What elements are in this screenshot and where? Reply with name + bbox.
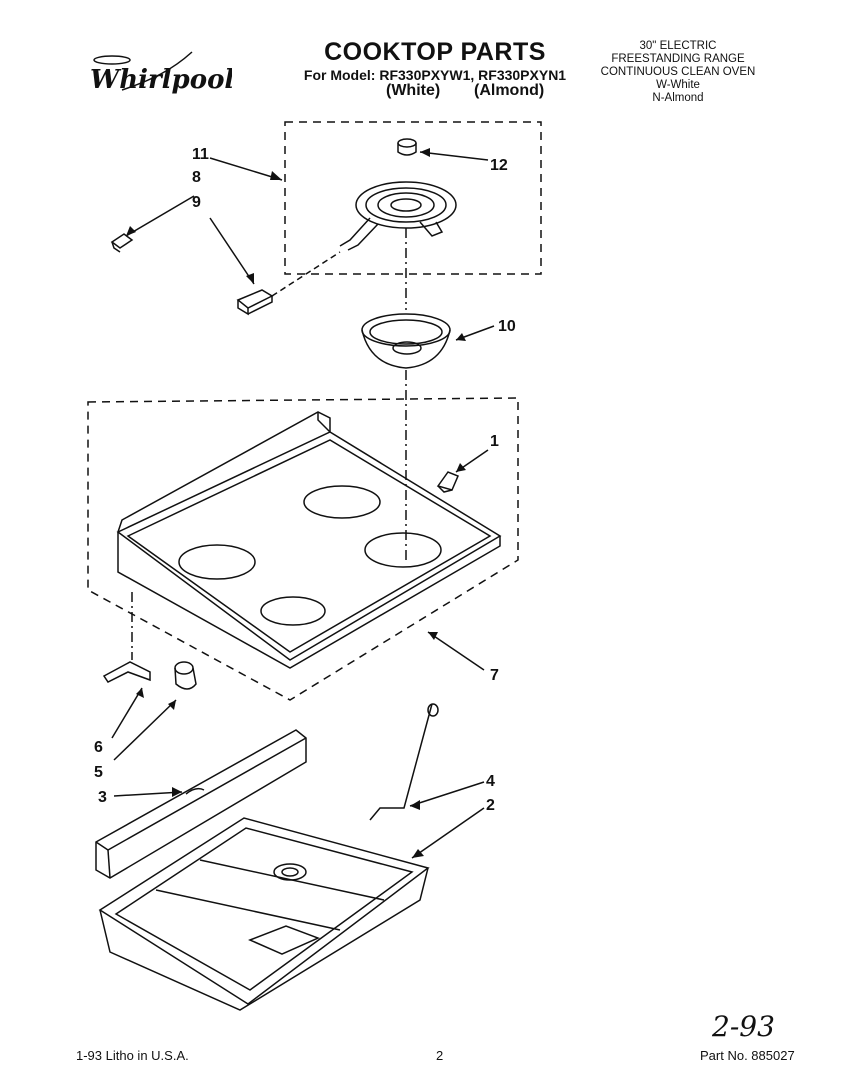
part-12-knob xyxy=(397,138,417,156)
callout-7: 7 xyxy=(490,667,499,684)
callout-6: 6 xyxy=(94,739,103,756)
spec-line: N-Almond xyxy=(652,92,704,104)
spec-line: FREESTANDING RANGE xyxy=(611,53,745,65)
print-info: 1-93 Litho in U.S.A. xyxy=(76,1048,189,1063)
callout-4: 4 xyxy=(486,773,495,790)
whirlpool-logo-graphic: Whirlpool xyxy=(90,51,234,95)
part-number: Part No. 885027 xyxy=(700,1048,795,1063)
spec-line: CONTINUOUS CLEAN OVEN xyxy=(600,66,756,78)
leader-lines xyxy=(111,151,495,859)
part-7-cooktop xyxy=(116,411,502,669)
whirlpool-logo: Whirlpool xyxy=(82,50,234,100)
part-4-rod xyxy=(369,703,439,821)
callout-8: 8 xyxy=(192,169,201,186)
callout-labels: 11 12 8 9 10 1 7 6 5 3 4 2 xyxy=(94,146,516,814)
cooktop-assembly-box xyxy=(87,397,519,701)
page-title: COOKTOP PARTS xyxy=(324,38,546,66)
variant-white: (White) xyxy=(386,82,441,99)
callout-11: 11 xyxy=(192,146,209,163)
callout-3: 3 xyxy=(98,789,107,806)
spec-block: 30" ELECTRIC FREESTANDING RANGE CONTINUO… xyxy=(578,40,778,105)
handwritten-date: 2-93 xyxy=(712,1010,775,1043)
callout-2: 2 xyxy=(486,797,495,814)
spec-line: 30" ELECTRIC xyxy=(639,40,717,52)
logo-wordmark: Whirlpool xyxy=(90,65,232,95)
part-3-panel xyxy=(95,729,307,879)
callout-9: 9 xyxy=(192,194,201,211)
part-10-drip-bowl xyxy=(361,313,451,369)
spec-line: W-White xyxy=(656,79,700,91)
part-2-drip-tray xyxy=(98,817,430,1011)
variant-almond: (Almond) xyxy=(474,82,545,99)
model-line: For Model: RF330PXYW1, RF330PXYN1 xyxy=(303,67,567,83)
arrowheads xyxy=(126,148,466,858)
callout-1: 1 xyxy=(490,433,499,450)
surface-element xyxy=(339,181,457,251)
part-5-bushing xyxy=(174,661,197,690)
part-8-clip xyxy=(110,233,134,253)
callout-10: 10 xyxy=(498,318,516,335)
part-9-terminal-block xyxy=(236,251,341,316)
part-6-bracket xyxy=(102,661,151,683)
page-number: 2 xyxy=(436,1048,444,1063)
callout-12: 12 xyxy=(490,157,508,174)
part-1-bracket xyxy=(436,471,459,493)
element-assembly-box xyxy=(284,121,542,275)
callout-5: 5 xyxy=(94,764,103,781)
